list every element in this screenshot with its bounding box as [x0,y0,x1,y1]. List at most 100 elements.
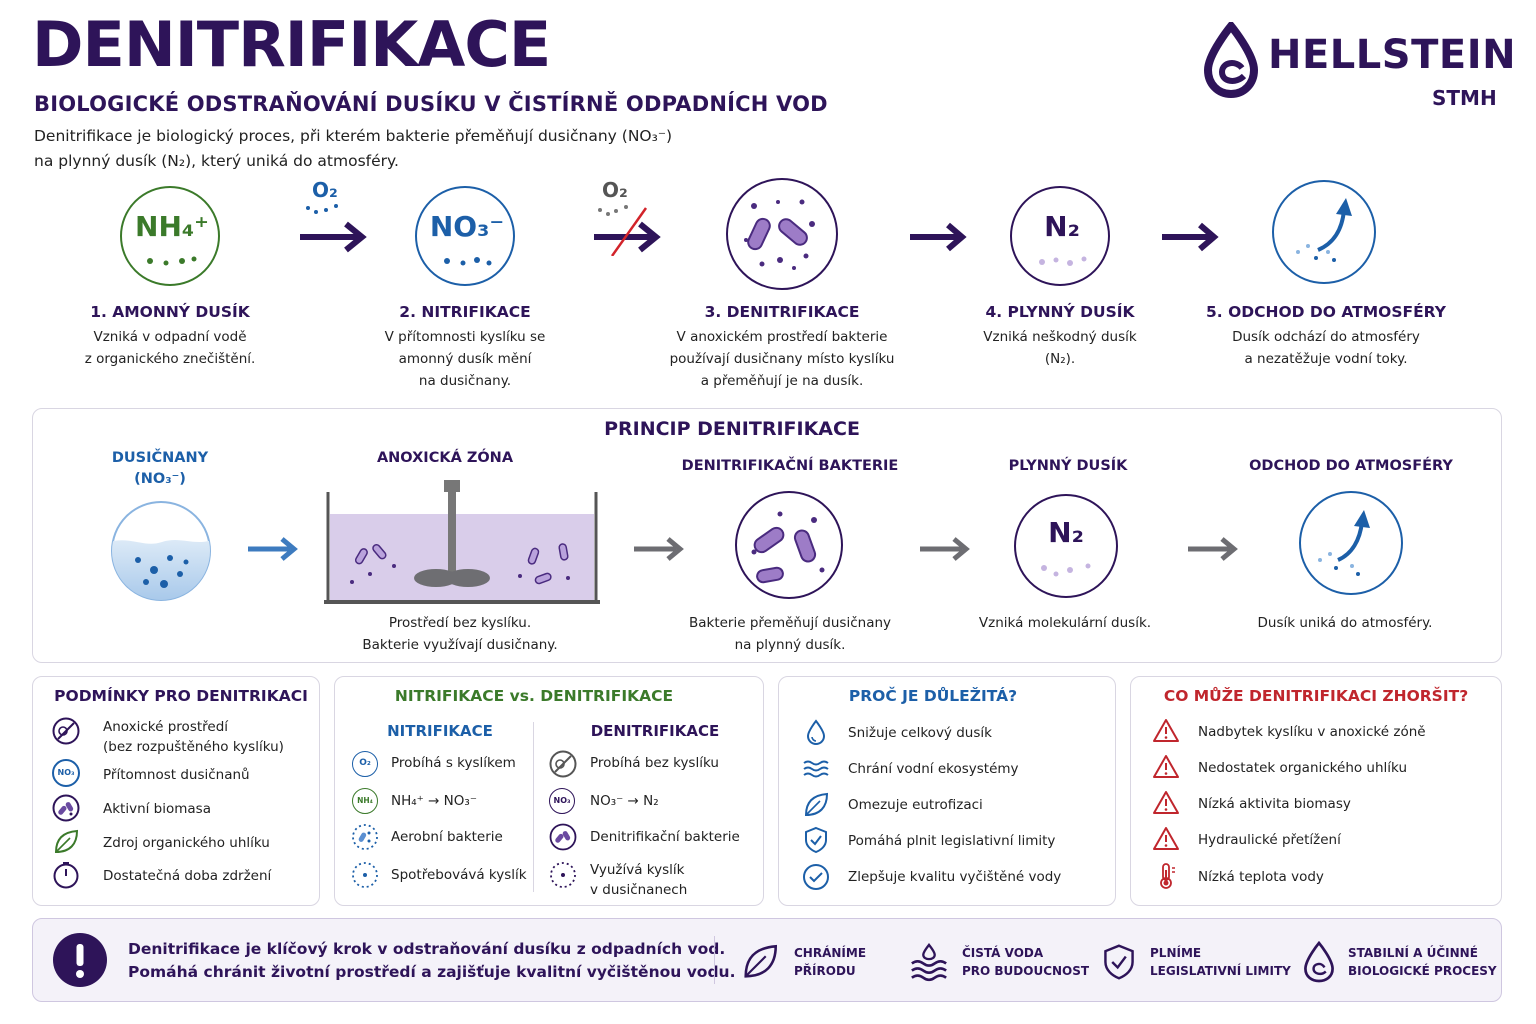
particles-icon [147,256,197,266]
shield-check-icon [805,826,827,854]
denitrifying-bacteria-icon [735,491,843,599]
shield-check-icon [1104,944,1134,980]
denitrification-item-4: Využívá kyslík v dusičnanech [590,862,688,898]
warning-icon [1153,791,1179,814]
page-title: DENITRIFIKACE [32,8,551,81]
warning-icon [1153,755,1179,778]
atmosphere-label: ODCHOD DO ATMOSFÉRY [1249,458,1453,474]
leaf-icon [744,944,778,978]
nitrate-icon: NO₃ [549,788,575,814]
footer-badge-3: PLNÍME LEGISLATIVNÍ LIMITY [1150,946,1291,978]
importance-item-4: Pomáhá plnit legislativní limity [848,833,1056,849]
bacteria-label: DENITRIFIKAČNÍ BAKTERIE [681,458,899,474]
arrow-right-icon [910,222,967,252]
leaf-icon [804,792,829,817]
condition-4-text: Zdroj organického uhlíku [103,835,270,851]
condition-3-text: Aktivní biomasa [103,801,211,817]
waves-icon [803,760,829,778]
gas-bubbles-icon [1041,563,1091,577]
step-1-circle: NH₄⁺ [120,186,220,286]
risk-item-1: Nadbytek kyslíku v anoxické zóně [1198,724,1426,740]
footer-badge-4: STABILNÍ A ÚČINNÉ BIOLOGICKÉ PROCESY [1348,946,1497,978]
importance-title: PROČ JE DŮLEŽITÁ? [848,687,1018,705]
gas-label: PLYNNÝ DUSÍK [1008,458,1128,474]
thermometer-icon [1160,863,1175,889]
step-4-desc: Vzniká neškodný dusík (N₂). [983,329,1137,367]
risk-item-3: Nízká aktivita biomasy [1198,796,1351,812]
nitrates-label: DUSIČNANY [111,450,209,466]
principle-panel [32,408,1502,663]
exclamation-icon [53,933,107,987]
biomass-icon [52,794,80,822]
risks-title: CO MŮŽE DENITRIFIKACI ZHORŠIT? [1163,687,1469,705]
warning-icon [1153,719,1179,742]
step-3-desc: V anoxickém prostředí bakterie používají… [669,329,895,389]
arrow-right-icon [1162,222,1219,252]
denitrification-item-1: Probíhá bez kyslíku [590,755,719,771]
no-oxygen-icon [52,717,80,745]
anoxic-zone-text: Prostředí bez kyslíku. Bakterie využívaj… [362,615,558,653]
nitrification-item-4: Spotřebovává kyslík [391,867,527,883]
arrow-right-icon [634,537,684,561]
bio-process-icon [1304,940,1334,983]
page-subtitle: BIOLOGICKÉ ODSTRAŇOVÁNÍ DUSÍKU V ČISTÍRN… [34,92,828,116]
footer-divider [714,936,715,984]
warning-icon [1153,827,1179,850]
footer-badge-1: CHRÁNÍME PŘÍRODU [794,946,867,978]
arrow-right-icon [920,537,970,561]
step-1-formula: NH₄⁺ [135,210,209,243]
logo-subtitle: STMH [1432,86,1497,110]
step-5-title: 5. ODCHOD DO ATMOSFÉRY [1206,303,1446,321]
nitrification-item-1: Probíhá s kyslíkem [391,755,516,771]
nitrification-column-title: NITRIFIKACE [387,722,493,740]
step-2-circle: NO₃⁻ [415,186,515,286]
nitrate-icon: NO₃ [52,759,80,787]
importance-item-1: Snižuje celkový dusík [848,725,992,741]
bacteria-text: Bakterie přeměňují dusičnany na plynný d… [688,615,892,653]
denitrification-item-3: Denitrifikační bakterie [590,829,740,845]
footer-message: Denitrifikace je klíčový krok v odstraňo… [128,940,736,981]
comparison-title: NITRIFIKACE vs. DENITRIFIKACE [394,687,674,705]
step-4-title: 4. PLYNNÝ DUSÍK [985,303,1135,321]
oxygen-crossed-label: O₂ [602,178,628,202]
oxygen-icon: O₂ [352,751,378,777]
step-4-circle: N₂ [1010,186,1110,286]
footer-banner [32,918,1502,1002]
intro-text-line2: na plynný dusík (N₂), který uniká do atm… [34,152,399,170]
conditions-title: PODMÍNKY PRO DENITRIKACI [54,687,308,705]
rising-arrow-icon [1296,198,1352,262]
step-1-title: 1. AMONNÝ DUSÍK [90,303,250,321]
step-1-desc: Vzniká v odpadní vodě z organického zneč… [84,329,256,367]
gas-formula: N₂ [1048,516,1084,549]
condition-2-text: Přítomnost dusičnanů [103,767,250,783]
step-5-circle [1272,180,1376,284]
nitrification-item-3: Aerobní bakterie [391,829,503,845]
principle-title: PRINCIP DENITRIFIKACE [604,418,860,440]
anoxic-zone-label: ANOXICKÁ ZÓNA [376,450,514,466]
risk-item-4: Hydraulické přetížení [1198,832,1341,848]
arrow-right-icon [300,204,367,253]
nitrification-item-2: NH₄⁺ → NO₃⁻ [391,793,477,809]
waves-icon [911,943,947,982]
risk-item-2: Nedostatek organického uhlíku [1198,760,1408,776]
anoxic-tank-icon [324,480,600,604]
water-beaker-icon [111,501,211,601]
step-3-circle [726,178,838,290]
no-oxygen-icon [549,750,577,778]
footer-badge-2: ČISTÁ VODA PRO BUDOUCNOST [962,946,1090,978]
gas-bubbles-icon [1039,256,1087,266]
step-2-formula: NO₃⁻ [429,210,505,243]
arrow-right-icon [248,537,298,561]
step-3-title: 3. DENITRIFIKACE [704,303,860,321]
risk-item-5: Nízká teplota vody [1198,869,1324,885]
importance-item-3: Omezuje eutrofizaci [848,797,983,813]
bound-oxygen-icon [550,862,576,888]
rising-arrow-icon [1299,491,1403,595]
denitrifying-bacteria-icon [549,823,577,851]
step-5-desc: Dusík odchází do atmosféry a nezatěžuje … [1232,329,1420,367]
conditions-card [32,676,320,906]
bacteria-icon [744,199,815,270]
check-circle-icon [803,864,829,890]
arrow-no-oxygen-icon [594,205,661,256]
condition-1-text: Anoxické prostředí (bez rozpuštěného kys… [103,719,284,755]
